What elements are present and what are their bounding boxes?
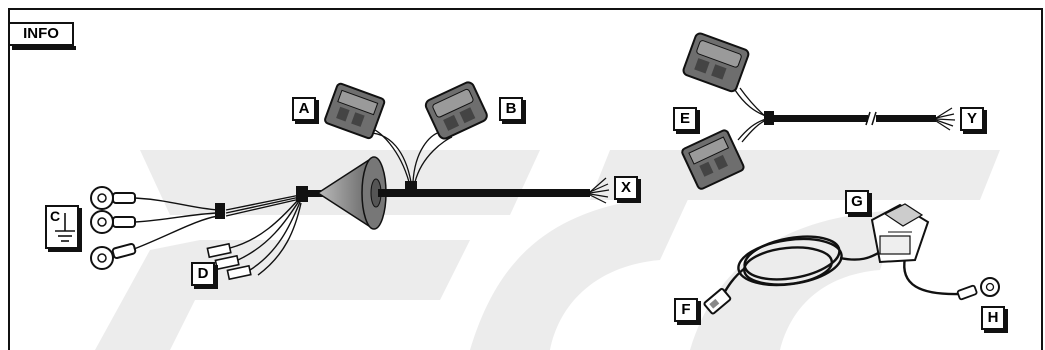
ring-terminal-1 — [90, 186, 136, 210]
harness-f-g-h — [703, 203, 1000, 315]
label-b: B — [499, 97, 523, 121]
label-e: E — [673, 107, 697, 131]
ring-terminal-3 — [90, 242, 137, 270]
label-c: C — [50, 208, 61, 224]
label-c-ground: C — [45, 205, 79, 249]
info-tag: INFO — [8, 22, 76, 50]
ground-symbol-icon — [55, 213, 75, 242]
connector-b — [424, 81, 488, 140]
ring-terminal-h — [956, 277, 1000, 301]
connector-e-lower — [681, 129, 745, 190]
grommet — [316, 156, 387, 230]
frame-top-border — [8, 8, 1043, 10]
frame-right-border — [1041, 8, 1043, 350]
connector-e-upper — [682, 32, 750, 93]
connector-g — [870, 203, 930, 264]
frame-left-border — [8, 8, 10, 350]
connector-a — [324, 82, 386, 140]
label-d: D — [191, 262, 215, 286]
ring-terminal-2 — [90, 210, 136, 234]
label-a: A — [292, 97, 316, 121]
label-h: H — [981, 306, 1005, 330]
main-harness — [90, 81, 610, 281]
label-x: X — [614, 176, 638, 200]
harness-e-y — [681, 32, 956, 190]
spade-terminals — [206, 242, 252, 281]
label-y: Y — [960, 107, 984, 131]
label-g: G — [845, 190, 869, 214]
connector-f — [703, 287, 732, 315]
label-f: F — [674, 298, 698, 322]
